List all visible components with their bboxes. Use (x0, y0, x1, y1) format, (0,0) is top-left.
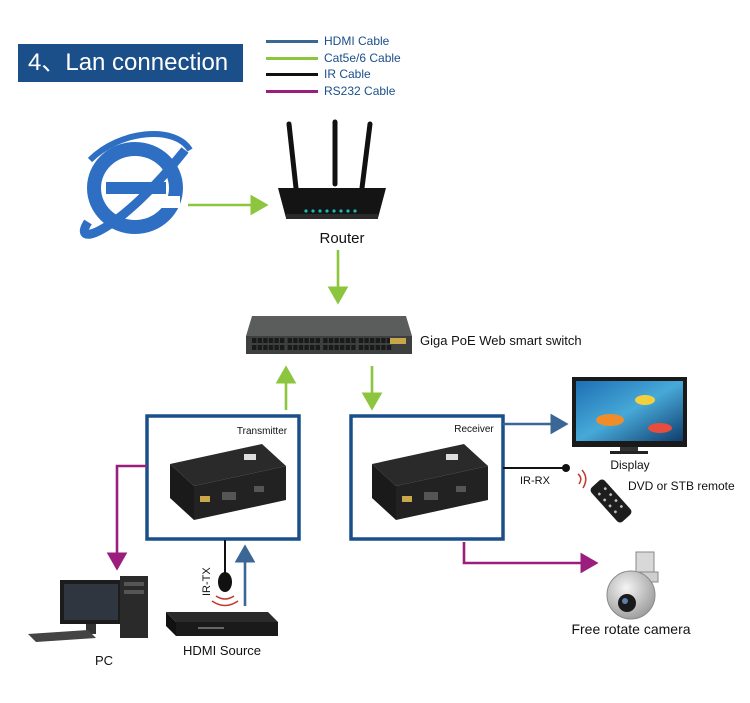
page-title: 4、Lan connection (18, 44, 243, 82)
transmitter-label: Transmitter (237, 426, 288, 437)
router-icon (278, 119, 386, 219)
receiver-frame (349, 414, 505, 541)
transmitter-device-icon (170, 444, 286, 520)
receiver-device-icon (372, 444, 488, 520)
ptz-camera-icon (606, 551, 659, 620)
legend-line-rs232 (266, 89, 318, 93)
pc-label: PC (95, 653, 113, 668)
switch-label: Giga PoE Web smart switch (420, 333, 582, 348)
router-label: Router (319, 230, 364, 247)
rs232-line-receiver-camera (462, 542, 599, 574)
legend-line-hdmi (266, 40, 318, 43)
display-label: Display (610, 458, 649, 472)
remote-control-icon (577, 469, 632, 523)
legend-label-hdmi: HDMI Cable (324, 34, 390, 48)
legend-line-ir (266, 73, 318, 76)
ir-tx-emitter-icon (211, 572, 239, 607)
pc-computer-icon (28, 576, 148, 642)
ir-tx-label: IR-TX (201, 567, 213, 596)
ir-rx-sensor-icon (562, 464, 570, 472)
hdmi-source-label: HDMI Source (183, 643, 261, 658)
display-tv-icon (572, 377, 687, 454)
remote-label: DVD or STB remote (628, 479, 735, 493)
ir-rx-label: IR-RX (520, 475, 551, 487)
rs232-line-transmitter-pc (106, 464, 147, 571)
network-switch-icon (246, 316, 412, 354)
legend-label-rs232: RS232 Cable (324, 83, 396, 98)
legend-label-ir: IR Cable (324, 67, 371, 81)
camera-label: Free rotate camera (571, 621, 690, 637)
transmitter-frame (145, 414, 301, 541)
internet-explorer-icon (79, 131, 193, 239)
legend-label-cat: Cat5e/6 Cable (324, 50, 401, 65)
receiver-label: Receiver (454, 424, 494, 435)
legend-line-cat (266, 56, 318, 60)
hdmi-source-player-icon (166, 612, 278, 636)
